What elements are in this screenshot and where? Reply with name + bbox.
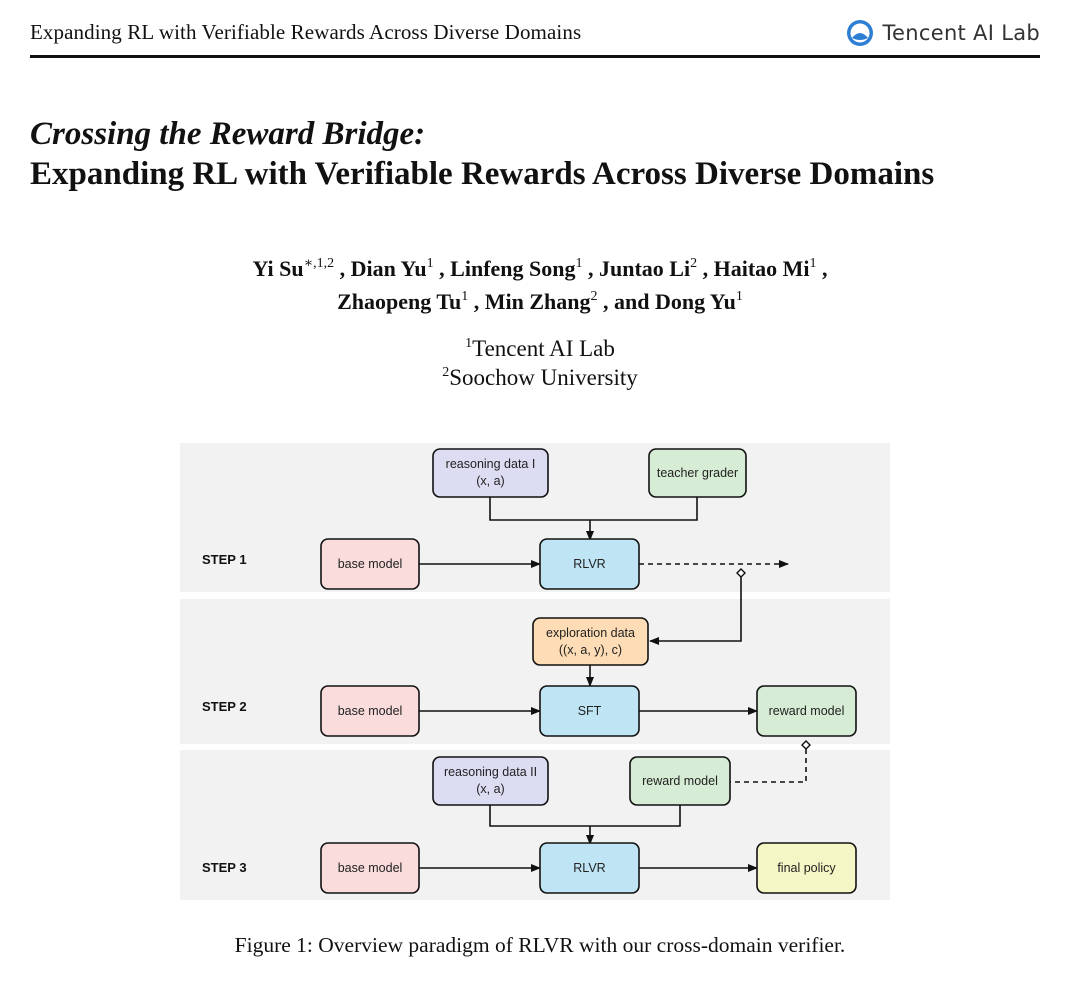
step1-merge-line <box>489 497 698 521</box>
author-conjunction: and <box>614 289 650 314</box>
figure-caption: Figure 1: Overview paradigm of RLVR with… <box>234 933 846 957</box>
author-affil: ∗,1,2 <box>303 256 335 271</box>
author-name: Yi Su <box>252 256 304 281</box>
reward-model-dashed-link <box>730 749 807 783</box>
step3-reward-model-label: reward model <box>642 774 718 788</box>
affil-name: Soochow University <box>449 365 638 390</box>
step-3-label: STEP 3 <box>202 860 247 875</box>
title-line-2: Expanding RL with Verifiable Rewards Acr… <box>30 156 935 192</box>
figure-1: STEP 1 STEP 2 STEP 3 reasoning data I (x… <box>180 443 890 900</box>
step-2-label: STEP 2 <box>202 699 247 714</box>
author-line-1: Yi Su∗,1,2 , Dian Yu1 , Linfeng Song1 , … <box>252 256 828 281</box>
sft-label: SFT <box>578 704 602 718</box>
running-title: Expanding RL with Verifiable Rewards Acr… <box>30 20 582 44</box>
title-line-1: Crossing the Reward Bridge: <box>30 116 426 152</box>
author-affil: 2 <box>690 256 698 271</box>
author-name: Zhaopeng Tu <box>337 289 462 314</box>
author-affil: 2 <box>590 289 598 304</box>
author-name: Juntao Li <box>599 256 691 281</box>
author-list: Yi Su∗,1,2 , Dian Yu1 , Linfeng Song1 , … <box>0 252 1080 318</box>
step3-base-model-label: base model <box>338 861 403 875</box>
author-affil: 1 <box>735 289 743 304</box>
author-name: Linfeng Song <box>450 256 576 281</box>
author-name: Haitao Mi <box>713 256 810 281</box>
affiliation-list: 1Tencent AI Lab 2Soochow University <box>0 334 1080 392</box>
tencent-logo-icon <box>847 20 874 46</box>
logo-text: Tencent AI Lab <box>882 21 1040 45</box>
step1-rlvr-label: RLVR <box>573 557 605 571</box>
reasoning-data-ii-formula: (x, a) <box>476 782 504 796</box>
step2-base-model-label: base model <box>338 704 403 718</box>
tencent-ai-lab-logo: Tencent AI Lab <box>846 18 1040 48</box>
step-1-label: STEP 1 <box>202 552 247 567</box>
paper-title: Crossing the Reward Bridge: Expanding RL… <box>30 114 934 194</box>
reasoning-data-ii-label: reasoning data II <box>444 765 537 779</box>
step3-merge-line <box>489 805 681 827</box>
exploration-data-label: exploration data <box>546 626 635 640</box>
final-policy-label: final policy <box>777 861 836 875</box>
affiliation: 1Tencent AI Lab <box>0 334 1080 363</box>
step1-base-model-label: base model <box>338 557 403 571</box>
teacher-grader-label: teacher grader <box>657 466 738 480</box>
reasoning-data-i-formula: (x, a) <box>476 474 504 488</box>
author-affil: 1 <box>461 289 469 304</box>
author-name: Dong Yu <box>654 289 736 314</box>
affiliation: 2Soochow University <box>0 363 1080 392</box>
final-policy-box <box>756 842 857 894</box>
author-line-2: Zhaopeng Tu1 , Min Zhang2 , and Dong Yu1 <box>337 289 743 314</box>
author-affil: 1 <box>809 256 817 271</box>
exploration-data-formula: ((x, a, y), c) <box>559 643 622 657</box>
affil-number: 1 <box>465 336 473 351</box>
step2-reward-model-label: reward model <box>769 704 845 718</box>
author-affil: 1 <box>426 256 434 271</box>
step1-to-exploration-line <box>649 577 742 645</box>
step3-rlvr-label: RLVR <box>573 861 605 875</box>
author-name: Min Zhang <box>484 289 591 314</box>
reasoning-data-i-label: reasoning data I <box>446 457 536 471</box>
affil-name: Tencent AI Lab <box>472 336 615 361</box>
rlvr-pipeline-diagram: STEP 1 STEP 2 STEP 3 reasoning data I (x… <box>180 443 890 900</box>
affil-number: 2 <box>442 365 450 380</box>
running-header: Expanding RL with Verifiable Rewards Acr… <box>30 0 1040 58</box>
step2-reward-model-box <box>756 685 857 737</box>
author-affil: 1 <box>575 256 583 271</box>
author-name: Dian Yu <box>350 256 427 281</box>
